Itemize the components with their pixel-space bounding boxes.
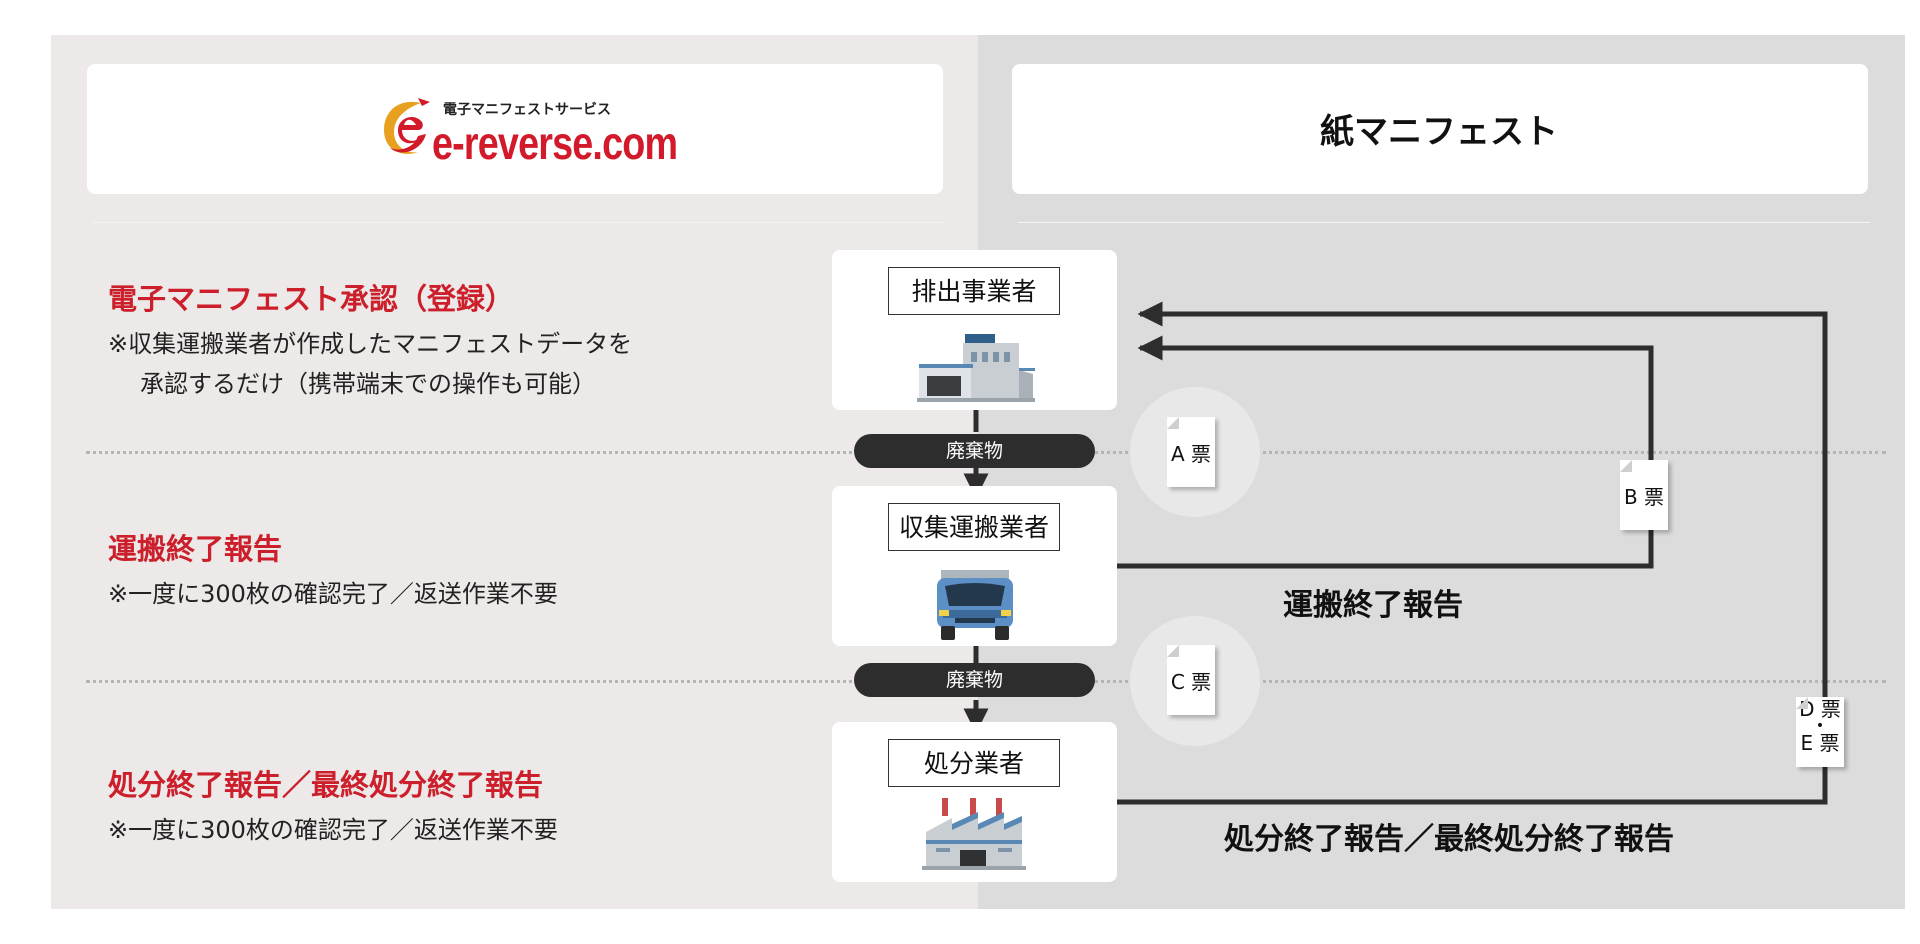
actor-transporter: 収集運搬業者 (888, 503, 1060, 551)
slip-de-document-icon: D 票 • E 票 (1796, 697, 1844, 767)
stage-note-approval-1: ※収集運搬業者が作成したマニフェストデータを (108, 330, 633, 358)
stage-title-approval: 電子マニフェスト承認（登録） (108, 282, 515, 316)
logo-subtitle: 電子マニフェストサービス (443, 102, 611, 118)
e-reverse-logo-icon (384, 98, 430, 154)
slip-e-label: E 票 (1800, 731, 1840, 755)
transport-report-label: 運搬終了報告 (1283, 588, 1463, 623)
disposal-report-label: 処分終了報告／最終処分終了報告 (1224, 822, 1674, 857)
slip-c-document-icon: C 票 (1167, 645, 1215, 715)
stage-note-disposal: ※一度に300枚の確認完了／返送作業不要 (108, 816, 558, 844)
slip-c-label: C 票 (1170, 669, 1212, 694)
paper-manifest-title: 紙マニフェスト (1320, 112, 1558, 152)
stage-note-approval-2: 承認するだけ（携帯端末での操作も可能） (140, 370, 596, 398)
logo-text: e-reverse.com (432, 117, 678, 169)
waste-pill-2: 廃棄物 (854, 663, 1095, 697)
slip-a-document-icon: A 票 (1167, 417, 1215, 487)
stage-note-transport: ※一度に300枚の確認完了／返送作業不要 (108, 580, 558, 608)
slip-a-label: A 票 (1170, 441, 1212, 466)
actor-generator: 排出事業者 (888, 267, 1060, 315)
factory-icon (922, 798, 1026, 870)
right-separator (1018, 222, 1870, 223)
waste-pill-1: 廃棄物 (854, 434, 1095, 468)
slip-b-document-icon: B 票 (1620, 460, 1668, 530)
left-separator (93, 222, 945, 223)
stage-title-transport: 運搬終了報告 (108, 532, 283, 566)
office-building-icon (917, 334, 1035, 402)
stage-title-disposal: 処分終了報告／最終処分終了報告 (108, 768, 544, 802)
paper-header-box (1012, 64, 1868, 194)
truck-icon (937, 570, 1013, 640)
slip-de-separator: • (1815, 718, 1825, 734)
logo-header-box (87, 64, 943, 194)
actor-disposer: 処分業者 (888, 739, 1060, 787)
slip-b-label: B 票 (1623, 484, 1665, 509)
